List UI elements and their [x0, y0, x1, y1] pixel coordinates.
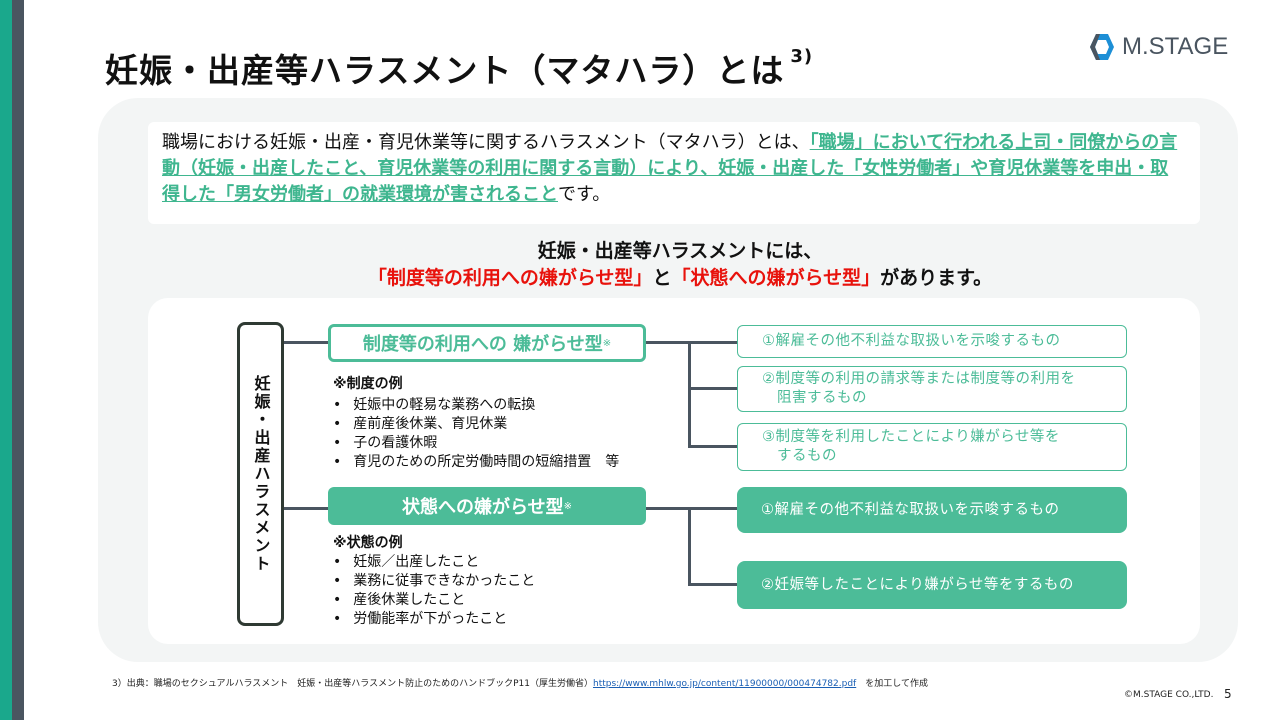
root-label-box: 妊娠・出産ハラスメント — [237, 322, 284, 626]
connector — [688, 387, 737, 390]
type-item-text: ②制度等の利用の請求等または制度等の利用を 阻害するもの — [762, 371, 1076, 406]
category-label: 制度等の利用への 嫌がらせ型 — [362, 334, 603, 355]
footnote: 3）出典：職場のセクシュアルハラスメント 妊娠・出産等ハラスメント防止のためのハ… — [112, 676, 928, 689]
footnote-text: 3）出典：職場のセクシュアルハラスメント 妊娠・出産等ハラスメント防止のためのハ… — [112, 679, 593, 689]
logo-text: M.STAGE — [1122, 33, 1229, 60]
definition-intro: 職場における妊娠・出産・育児休業等に関するハラスメント（マタハラ）とは、 — [162, 132, 810, 153]
summary-type1: 「制度等の利用への嫌がらせ型」 — [367, 267, 653, 289]
list-item: 妊娠／出産したこと — [333, 553, 535, 572]
list-item: 妊娠中の軽易な業務への転換 — [333, 396, 619, 415]
examples-heading: ※状態の例 — [333, 535, 403, 551]
list-item: 業務に従事できなかったこと — [333, 572, 535, 591]
connector — [688, 341, 737, 344]
definition-box: 職場における妊娠・出産・育児休業等に関するハラスメント（マタハラ）とは、「職場」… — [148, 122, 1200, 224]
logo: M.STAGE — [1088, 32, 1228, 62]
connector — [688, 341, 691, 447]
summary-type2: 「状態への嫌がらせ型」 — [671, 267, 881, 289]
footnote-suffix: を加工して作成 — [856, 679, 928, 689]
type-item-text: ②妊娠等したことにより嫌がらせ等をするもの — [761, 576, 1074, 593]
list-item: 子の看護休暇 — [333, 434, 619, 453]
accent-strip — [0, 0, 12, 720]
type-item-text: ③制度等を利用したことにより嫌がらせ等を するもの — [762, 429, 1060, 464]
types-summary: 妊娠・出産等ハラスメントには、 「制度等の利用への嫌がらせ型」と「状態への嫌がら… — [280, 238, 1080, 292]
connector — [688, 507, 691, 585]
type-item: ②制度等の利用の請求等または制度等の利用を 阻害するもの — [737, 366, 1127, 412]
category-status: 状態への嫌がらせ型※ — [328, 487, 646, 525]
title-footnote-ref: 3) — [790, 46, 814, 67]
source-link[interactable]: https://www.mhlw.go.jp/content/11900000/… — [592, 679, 857, 689]
summary-and: と — [652, 267, 672, 289]
connector — [646, 341, 690, 344]
list-item: 労働能率が下がったこと — [333, 610, 535, 629]
title-text: 妊娠・出産等ハラスメント（マタハラ）とは — [105, 51, 785, 90]
connector — [688, 445, 737, 448]
connector — [646, 507, 690, 510]
connector — [284, 507, 328, 510]
examples-list: 妊娠中の軽易な業務への転換 産前産後休業、育児休業 子の看護休暇 育児のための所… — [333, 396, 619, 472]
root-label: 妊娠・出産ハラスメント — [251, 375, 271, 573]
summary-end: があります。 — [880, 267, 993, 289]
connector — [688, 507, 737, 510]
type-item: ③制度等を利用したことにより嫌がらせ等を するもの — [737, 423, 1127, 471]
type-item: ②妊娠等したことにより嫌がらせ等をするもの — [737, 561, 1127, 609]
list-item: 育児のための所定労働時間の短縮措置 等 — [333, 453, 619, 472]
list-item: 産後休業したこと — [333, 591, 535, 610]
type-item: ①解雇その他不利益な取扱いを示唆するもの — [737, 487, 1127, 533]
category-label: 状態への嫌がらせ型 — [401, 497, 564, 518]
examples-heading: ※制度の例 — [333, 376, 403, 392]
accent-strip-dark — [12, 0, 24, 720]
note-mark: ※ — [563, 500, 573, 512]
copyright: ©M.STAGE CO.,LTD. — [1124, 690, 1214, 700]
category-system-use: 制度等の利用への 嫌がらせ型※ — [328, 324, 646, 362]
type-item-text: ①解雇その他不利益な取扱いを示唆するもの — [762, 333, 1061, 349]
definition-highlight: 「職場」において行われる上司・同僚からの言動（妊娠・出産したこと、育児休業等の利… — [162, 132, 1178, 205]
logo-icon — [1090, 34, 1114, 60]
list-item: 産前産後休業、育児休業 — [333, 415, 619, 434]
connector — [284, 341, 328, 344]
note-mark: ※ — [602, 337, 612, 349]
summary-line1: 妊娠・出産等ハラスメントには、 — [537, 240, 823, 262]
connector — [688, 583, 737, 586]
type-item-text: ①解雇その他不利益な取扱いを示唆するもの — [761, 501, 1060, 518]
definition-end: です。 — [558, 184, 611, 205]
page-number: 5 — [1224, 687, 1232, 701]
type-item: ①解雇その他不利益な取扱いを示唆するもの — [737, 325, 1127, 358]
examples-list: 妊娠／出産したこと 業務に従事できなかったこと 産後休業したこと 労働能率が下が… — [333, 553, 535, 629]
